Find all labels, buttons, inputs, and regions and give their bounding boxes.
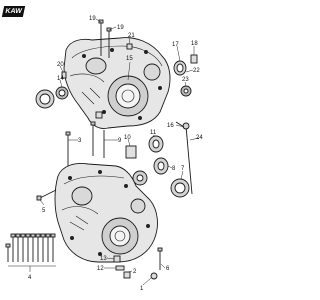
- callout-20: 20: [57, 62, 64, 68]
- dowel-pin: [126, 43, 133, 50]
- dowel-pin: [61, 71, 67, 79]
- callout-18: 18: [191, 41, 198, 47]
- bolt-set: [5, 233, 56, 272]
- callout-6: 6: [166, 266, 170, 272]
- parts-diagram: KAW: [1, 6, 204, 292]
- callout-19: 19: [117, 25, 124, 31]
- callout-17: 17: [172, 42, 179, 48]
- right-upper-seals: [173, 54, 198, 97]
- callout-4: 4: [28, 275, 32, 281]
- plug: [95, 111, 103, 119]
- left-main-bearing: [35, 86, 69, 109]
- callout-12: 12: [97, 266, 104, 272]
- callout-16: 16: [167, 123, 174, 129]
- callout-14: 14: [57, 76, 64, 82]
- crankcase-exploded-view: 19 19 21 17 18 22 23 20 14 15 16 24 3 9 …: [5, 16, 203, 292]
- callout-13: 13: [100, 256, 107, 262]
- callout-5: 5: [42, 208, 46, 214]
- middle-studs: [65, 121, 105, 170]
- callout-2: 2: [133, 269, 137, 275]
- drain-plug-parts: [113, 247, 163, 280]
- callout-22: 22: [193, 68, 200, 74]
- kickstarter-shaft: [175, 121, 193, 195]
- callout-8: 8: [172, 166, 176, 172]
- callout-10: 10: [124, 135, 131, 141]
- middle-bearings: [125, 135, 190, 198]
- callout-1: 1: [140, 286, 144, 292]
- leader-lines: [39, 18, 200, 286]
- upper-studs: [98, 19, 112, 58]
- lower-crankcase-half: [54, 163, 158, 263]
- callout-15: 15: [126, 56, 133, 62]
- callout-11: 11: [150, 130, 157, 136]
- lower-left-bolt: [36, 189, 57, 201]
- callout-23: 23: [182, 77, 189, 83]
- callout-24: 24: [196, 135, 203, 141]
- callout-19: 19: [89, 16, 96, 22]
- callout-3: 3: [78, 138, 82, 144]
- upper-crankcase-half: [63, 37, 171, 129]
- callout-7: 7: [181, 166, 185, 172]
- callout-9: 9: [118, 138, 122, 144]
- callout-numbers: 19 19 21 17 18 22 23 20 14 15 16 24 3 9 …: [28, 16, 203, 292]
- callout-21: 21: [128, 33, 135, 39]
